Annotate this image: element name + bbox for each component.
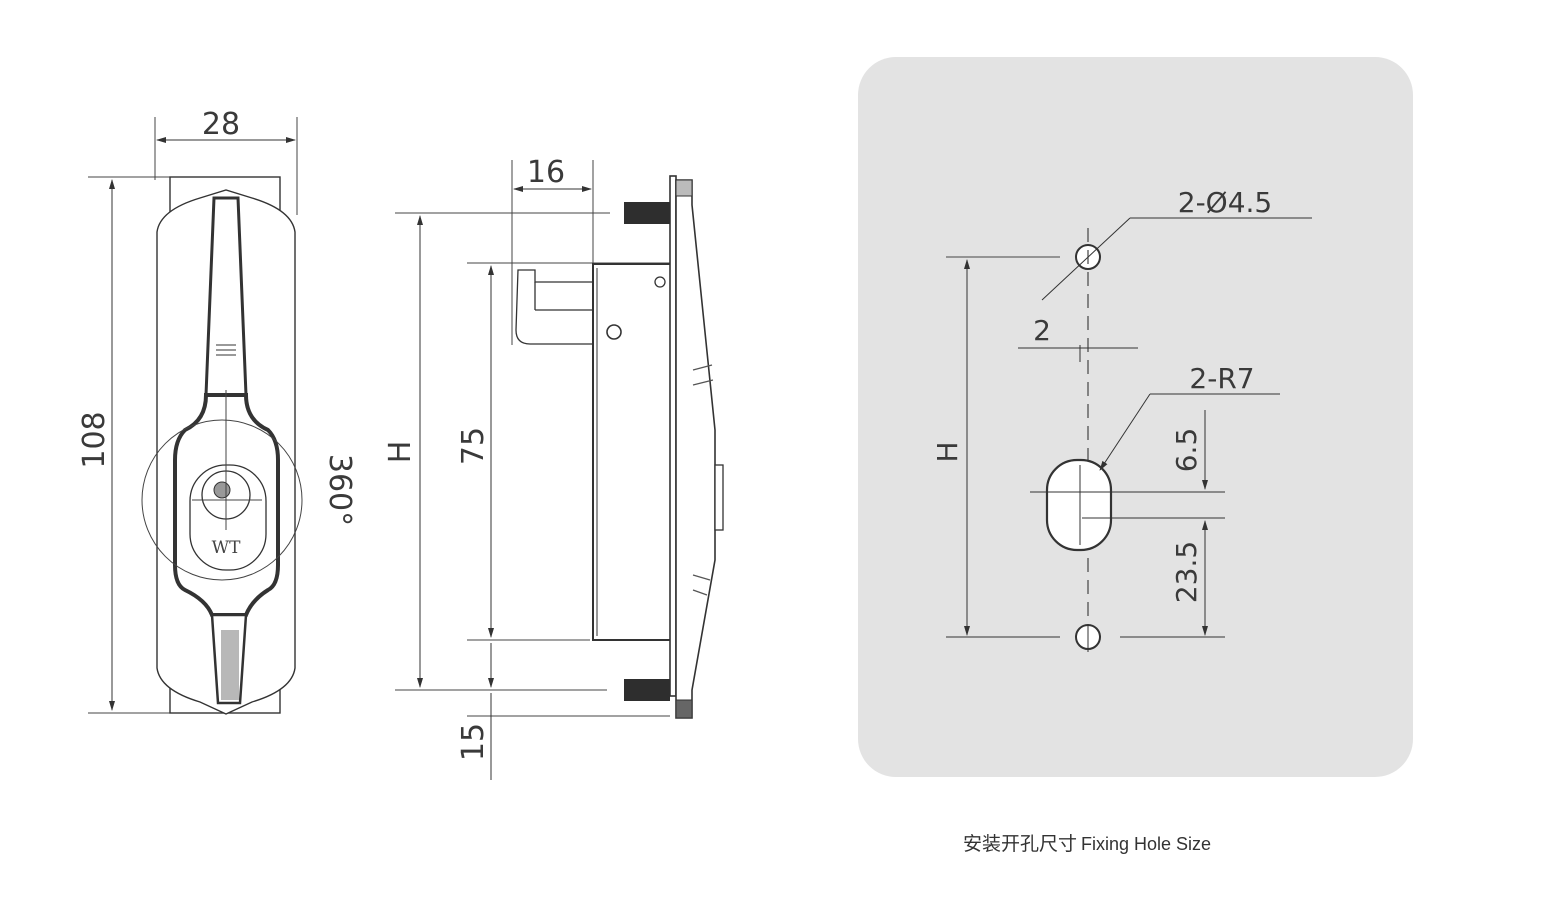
handle-grey-insert [221,630,239,700]
depth-dimension-label: 16 [527,155,565,190]
panel-background [858,57,1413,777]
hole-diameter-label: 2-Ø4.5 [1178,186,1273,219]
front-bezel [675,179,716,719]
lower-offset-label: 23.5 [1170,541,1203,603]
latch-cam [515,269,593,345]
lock-housing [592,263,674,641]
rotation-label: 360° [322,454,357,526]
overall-height-label: H [383,441,418,464]
leader-line [1041,217,1131,301]
front-view: 28 108 360° WT [77,107,357,715]
mounting-screw-bottom [624,679,670,701]
offset-dimension-label: 15 [456,723,491,761]
cylinder-face [714,464,724,531]
leader-line [1099,393,1151,471]
offset-label: 2 [1033,314,1051,347]
rotation-circle [141,419,303,581]
body-height-label: 75 [456,427,491,465]
brand-mark: WT [212,538,241,558]
handle-upper-stem [204,196,248,397]
fixing-hole-panel: 2-Ø4.5 2 H 2-R7 6.5 23.5 [858,57,1413,777]
width-dimension-label: 28 [202,107,240,142]
side-view: 16 H 75 15 [383,155,724,780]
caption-english: Fixing Hole Size [1081,834,1212,854]
mounting-screw-top [624,202,670,224]
rivet-icon [654,276,666,288]
oval-cutout [1045,458,1113,552]
slot-radius-label: 2-R7 [1189,362,1254,395]
hole-spacing-label: H [931,441,964,462]
height-dimension-label: 108 [77,411,112,468]
upper-offset-label: 6.5 [1170,428,1203,473]
mounting-flange [669,175,677,697]
keyhole-icon [213,481,231,499]
rivet-icon [606,324,622,340]
caption-chinese: 安装开孔尺寸 [963,833,1078,855]
key-cylinder-housing [189,464,267,571]
